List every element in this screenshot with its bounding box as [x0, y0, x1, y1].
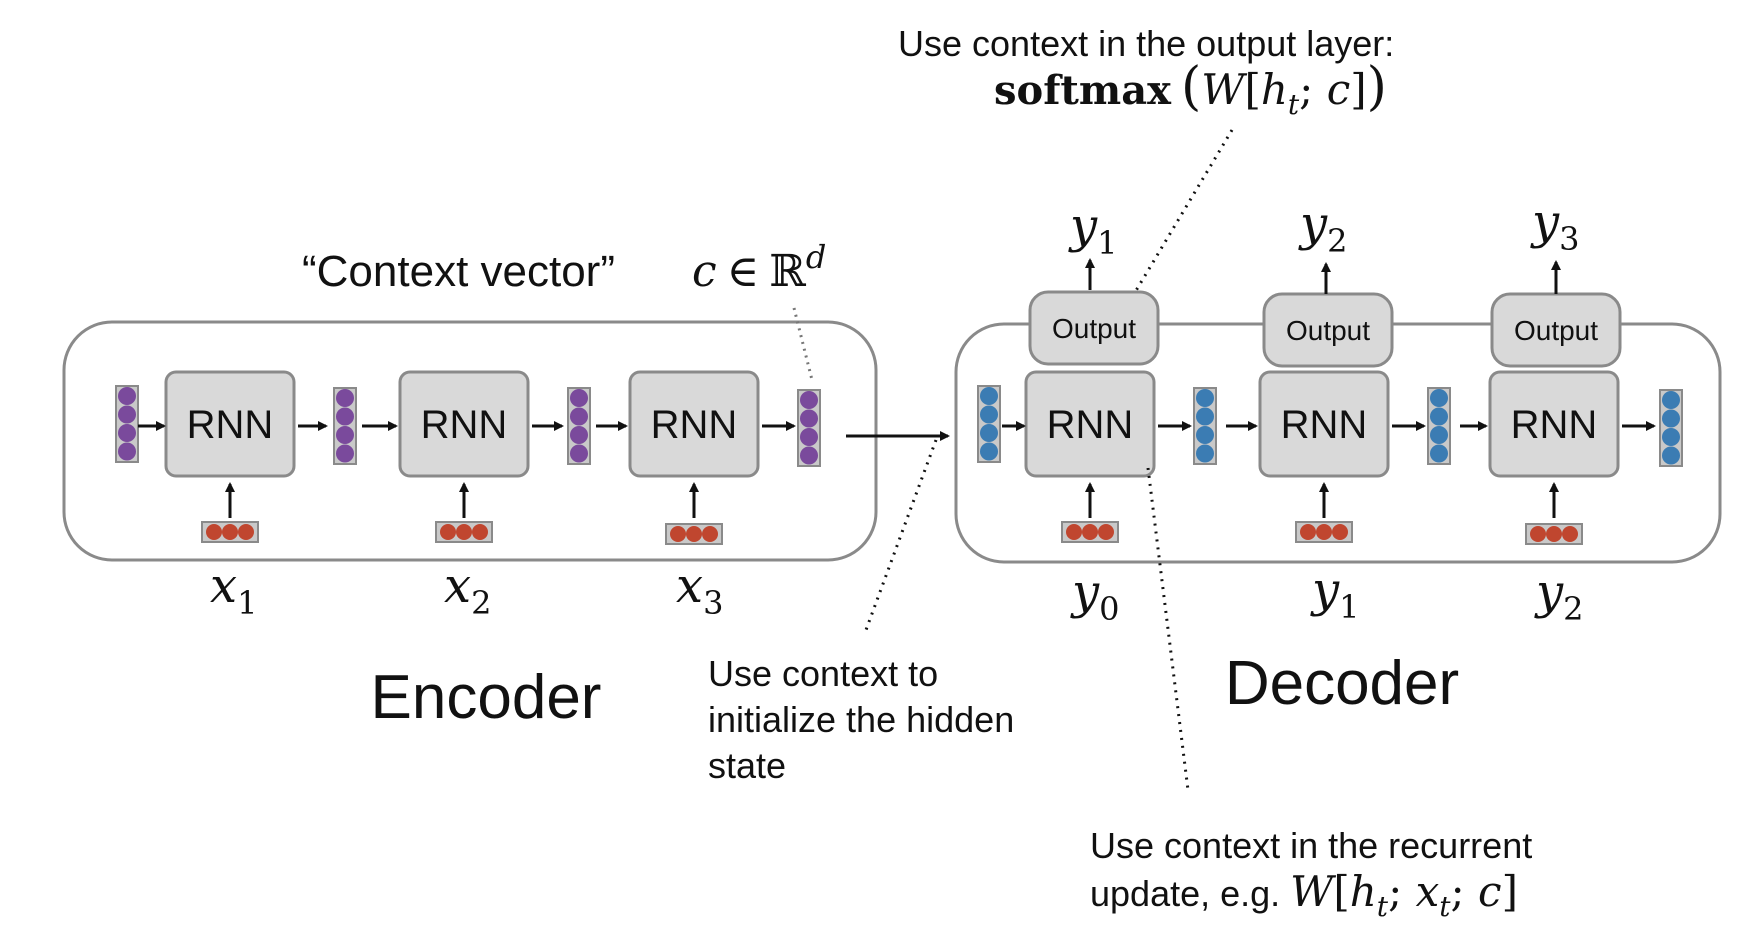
encoder-input-embedding-3 [665, 523, 723, 545]
recurrent-leader [1146, 467, 1190, 791]
decoder-output-var-3: y3 [1530, 194, 1579, 258]
decoder-output-box-2: Output [1262, 292, 1394, 368]
encoder-input-label-2: x2 [444, 558, 491, 622]
decoder-output-box-3: Output [1490, 292, 1622, 368]
init-hidden-line-1: Use context to [708, 653, 938, 694]
encoder-input-embedding-2 [435, 521, 493, 543]
encoder-rnn-label-3: RNN [651, 403, 738, 447]
encoder-rnn-label-2: RNN [421, 403, 508, 447]
decoder-rnn-cell-3: RNN [1488, 370, 1620, 478]
decoder-rnn-label-2: RNN [1281, 403, 1368, 447]
context-state-vector [797, 389, 821, 467]
annotation-leaders [864, 129, 1234, 791]
recurrent-annotation-line-2: update, e.g. W[ht; xt; c] [1090, 867, 1518, 923]
decoder-input-label-3: y2 [1534, 564, 1583, 628]
decoder-rnn-cell-1: RNN [1024, 370, 1156, 478]
encoder-state-vector-2 [567, 387, 591, 465]
decoder-rnn-label-1: RNN [1047, 403, 1134, 447]
init-hidden-leader [864, 439, 938, 631]
encoder-input-embedding-1 [201, 521, 259, 543]
decoder-input-embedding-1 [1061, 521, 1119, 543]
decoder-title: Decoder [1225, 649, 1459, 718]
decoder-output-label-1: Output [1052, 313, 1136, 344]
encoder-state-vector-0 [115, 385, 139, 463]
init-hidden-annotation: Use context to initialize the hidden sta… [708, 653, 1024, 786]
encoder-frame [62, 320, 878, 562]
decoder-state-vector-0 [977, 385, 1001, 463]
decoder-rnn-label-3: RNN [1511, 403, 1598, 447]
decoder-state-vector-2 [1427, 387, 1451, 465]
output-layer-annotation: Use context in the output layer: [898, 23, 1394, 64]
init-hidden-line-3: state [708, 745, 786, 786]
decoder-input-embedding-3 [1525, 523, 1583, 545]
decoder-input-label-1: y0 [1070, 564, 1119, 628]
flow-arrows [138, 258, 1656, 518]
decoder-output-var-2: y2 [1298, 196, 1347, 260]
encoder-input-label-3: x3 [676, 558, 723, 622]
encoder-rnn-label-1: RNN [187, 403, 274, 447]
encoder-input-label-1: x1 [210, 558, 257, 622]
encoder-state-vector-1 [333, 387, 357, 465]
output-layer-leader [1132, 129, 1234, 295]
context-vector-leader [792, 307, 814, 381]
decoder-input-label-2: y1 [1310, 562, 1359, 626]
decoder-input-embedding-2 [1295, 521, 1353, 543]
init-hidden-line-2: initialize the hidden [708, 699, 1014, 740]
encoder-rnn-cell-3: RNN [628, 370, 760, 478]
decoder-output-label-2: Output [1286, 315, 1370, 346]
decoder-output-box-1: Output [1028, 290, 1160, 366]
decoder-state-vector-3 [1659, 389, 1683, 467]
decoder-output-label-3: Output [1514, 315, 1598, 346]
encoder-title: Encoder [371, 663, 602, 732]
output-layer-formula: softmax(W[ht; c]) [994, 57, 1387, 121]
decoder-output-var-1: y1 [1068, 198, 1117, 262]
encoder-rnn-cell-2: RNN [398, 370, 530, 478]
encoder-rnn-cell-1: RNN [164, 370, 296, 478]
context-vector-label: “Context vector” [302, 247, 615, 296]
recurrent-annotation-line-1: Use context in the recurrent [1090, 825, 1532, 866]
decoder-state-vector-1 [1193, 387, 1217, 465]
context-vector-symbol: c∈ℝd [692, 238, 826, 297]
decoder-rnn-cell-2: RNN [1258, 370, 1390, 478]
